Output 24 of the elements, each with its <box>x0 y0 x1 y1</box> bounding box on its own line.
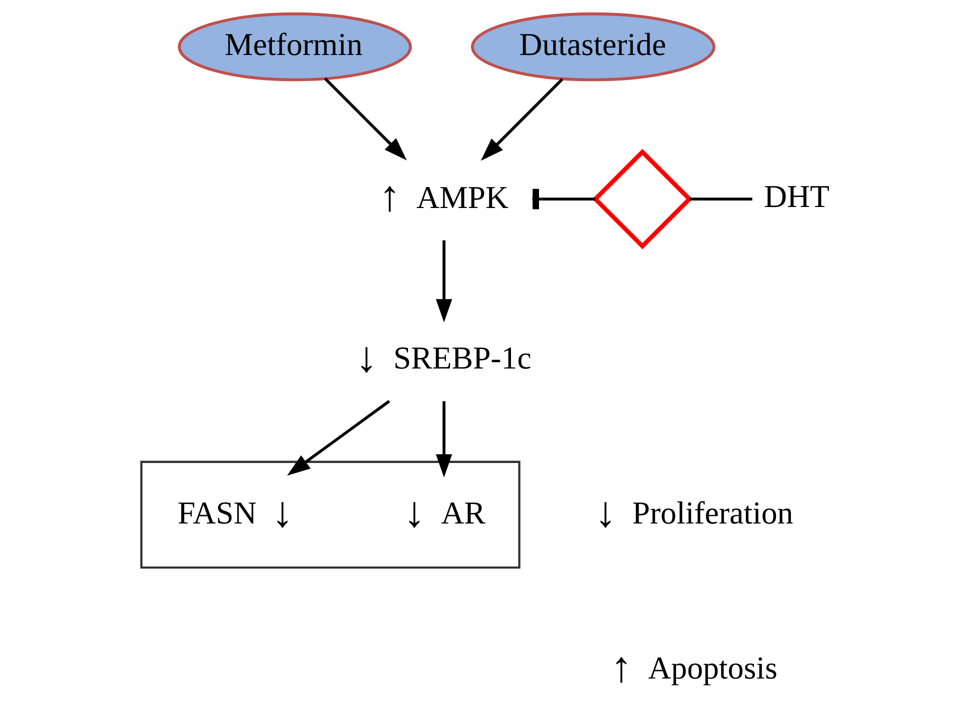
node-text: AR <box>440 496 485 531</box>
connector <box>689 198 752 200</box>
node-text: Apoptosis <box>648 650 777 686</box>
node-label: ↑ <box>378 172 400 221</box>
node-text: Proliferation <box>632 496 793 531</box>
node-text: SREBP-1c <box>392 340 531 376</box>
arrow <box>324 77 406 160</box>
arrow <box>286 400 390 476</box>
node-label: ↓ <box>402 488 425 536</box>
node-label: ↓ <box>271 488 293 536</box>
node-label: ↓ <box>355 333 377 382</box>
node-ellipse: Metformin <box>177 12 412 82</box>
cluster <box>140 460 520 569</box>
node-text: DHT <box>764 179 829 214</box>
node-text: FASN <box>177 496 256 531</box>
arrow <box>480 78 563 161</box>
node-ellipse: Dutasteride <box>470 12 715 82</box>
node-cross <box>592 148 692 250</box>
node-text: AMPK <box>416 180 508 215</box>
node-label: ↓ <box>594 488 616 536</box>
connector <box>532 188 595 210</box>
arrow <box>435 240 452 322</box>
node-label: ↑ <box>610 643 632 692</box>
arrow <box>435 401 452 478</box>
